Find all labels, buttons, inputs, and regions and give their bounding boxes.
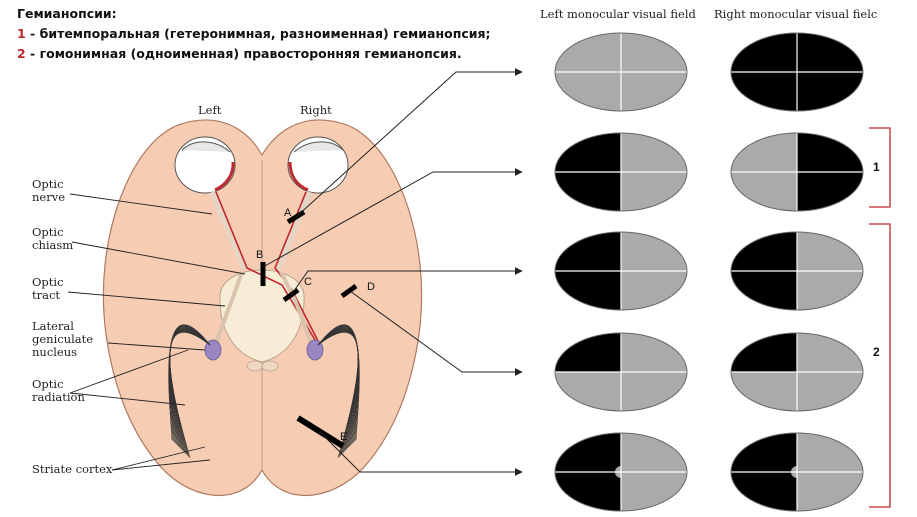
striate-cortex-label: Striate cortex xyxy=(32,462,113,476)
right-eye xyxy=(288,137,348,193)
field-quadrant-br xyxy=(621,172,687,211)
lesion-e-label: E xyxy=(340,431,347,443)
field-quadrant-bl xyxy=(731,472,797,511)
lesion-d-label: D xyxy=(367,281,375,293)
lesion-b-label: B xyxy=(256,249,263,261)
field-quadrant-tl xyxy=(555,433,621,472)
group-1-label: 1 xyxy=(873,160,880,174)
optic-chiasm-label-2: chiasm xyxy=(32,238,73,252)
field-quadrant-bl xyxy=(555,172,621,211)
left-field-header: Left monocular visual field xyxy=(540,7,696,21)
optic-nerve-label-1: Optic xyxy=(32,177,64,191)
field-quadrant-bl xyxy=(731,271,797,310)
visual-field-grid xyxy=(555,33,863,511)
group-2-label: 2 xyxy=(873,345,880,359)
field-quadrant-br xyxy=(621,372,687,411)
field-quadrant-br xyxy=(797,72,863,111)
field-quadrant-tl xyxy=(555,333,621,372)
side-left-label: Left xyxy=(198,103,222,117)
right-field-b xyxy=(731,133,863,211)
right-field-d xyxy=(731,333,863,411)
lgn-label-1: Lateral xyxy=(32,319,74,333)
lgn-label-3: nucleus xyxy=(32,345,77,359)
field-quadrant-tl xyxy=(731,133,797,172)
right-field-e xyxy=(731,433,863,511)
field-quadrant-tr xyxy=(797,133,863,172)
field-quadrant-tl xyxy=(731,333,797,372)
left-field-a xyxy=(555,33,687,111)
field-quadrant-tr xyxy=(797,33,863,72)
optic-tract-label-2: tract xyxy=(32,288,60,302)
field-quadrant-tl xyxy=(555,232,621,271)
left-field-e xyxy=(555,433,687,511)
side-right-label: Right xyxy=(300,103,332,117)
optic-tract-label-1: Optic xyxy=(32,275,64,289)
field-quadrant-tl xyxy=(731,433,797,472)
lesion-a-label: A xyxy=(284,207,292,219)
field-quadrant-bl xyxy=(731,72,797,111)
field-quadrant-tr xyxy=(621,333,687,372)
group-2-bracket xyxy=(869,224,890,507)
field-quadrant-bl xyxy=(555,271,621,310)
field-quadrant-br xyxy=(621,472,687,511)
field-quadrant-br xyxy=(797,372,863,411)
field-quadrant-tl xyxy=(555,33,621,72)
left-eye xyxy=(175,137,235,193)
field-quadrant-br xyxy=(797,172,863,211)
right-field-a xyxy=(731,33,863,111)
field-quadrant-tr xyxy=(621,232,687,271)
field-quadrant-tl xyxy=(731,33,797,72)
field-quadrant-bl xyxy=(731,372,797,411)
field-quadrant-tr xyxy=(621,33,687,72)
right-field-header: Right monocular visual fielc xyxy=(714,7,877,21)
field-quadrant-bl xyxy=(731,172,797,211)
field-quadrant-tr xyxy=(621,133,687,172)
field-quadrant-br xyxy=(797,472,863,511)
field-quadrant-tr xyxy=(797,433,863,472)
field-quadrant-br xyxy=(621,72,687,111)
field-quadrant-bl xyxy=(555,372,621,411)
field-quadrant-bl xyxy=(555,72,621,111)
group-brackets xyxy=(869,128,890,507)
lesion-c-label: C xyxy=(304,276,312,288)
optic-nerve-label-2: nerve xyxy=(32,190,65,204)
field-quadrant-tr xyxy=(621,433,687,472)
right-field-c xyxy=(731,232,863,310)
field-quadrant-bl xyxy=(555,472,621,511)
field-quadrant-br xyxy=(621,271,687,310)
optic-chiasm-label-1: Optic xyxy=(32,225,64,239)
optic-radiation-label-1: Optic xyxy=(32,377,64,391)
anatomy-labels: Optic nerve Optic chiasm Optic tract Lat… xyxy=(32,177,113,476)
field-quadrant-tl xyxy=(731,232,797,271)
lgn-label-2: geniculate xyxy=(32,332,93,346)
field-quadrant-br xyxy=(797,271,863,310)
field-quadrant-tr xyxy=(797,232,863,271)
field-quadrant-tl xyxy=(555,133,621,172)
optic-radiation-label-2: radiation xyxy=(32,390,85,404)
left-field-b xyxy=(555,133,687,211)
left-field-d xyxy=(555,333,687,411)
field-quadrant-tr xyxy=(797,333,863,372)
left-field-c xyxy=(555,232,687,310)
